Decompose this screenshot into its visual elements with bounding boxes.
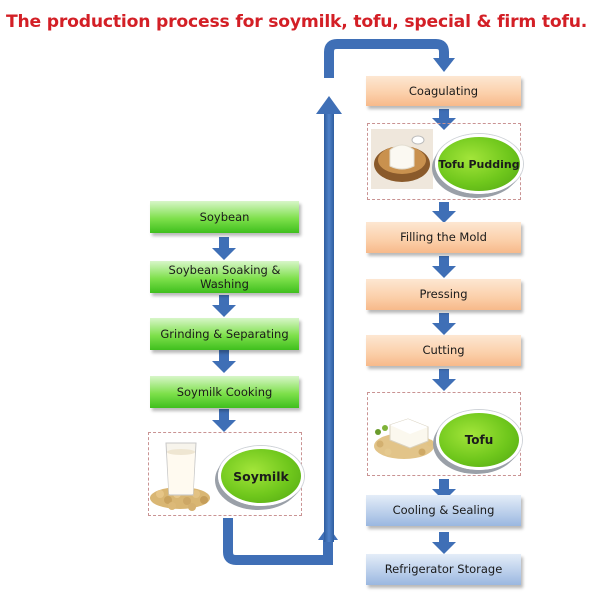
- connector-top-arrowhead: [433, 58, 455, 72]
- tofu-label-ellipse: Tofu: [436, 410, 522, 470]
- step-cooking-label: Soymilk Cooking: [176, 384, 273, 399]
- arrow-cutting-to-tofu: [432, 369, 456, 391]
- tofu-pudding-label: Tofu Pudding: [438, 157, 520, 171]
- step-filling-label: Filling the Mold: [400, 230, 487, 245]
- arrow-filling-to-pressing: [432, 256, 456, 278]
- step-soaking-label-line1: Soybean Soaking &: [168, 262, 281, 277]
- tall-up-shaft: [324, 112, 334, 542]
- step-storage-label: Refrigerator Storage: [384, 562, 503, 577]
- arrow-pressing-to-cutting: [432, 313, 456, 335]
- tofu-label: Tofu: [464, 433, 494, 447]
- soymilk-glass-icon: [165, 442, 197, 496]
- connector-bottom-u: [223, 518, 333, 565]
- step-cooling-sealing: Cooling & Sealing: [366, 495, 521, 526]
- tofu-pudding-label-ellipse: Tofu Pudding: [435, 134, 523, 194]
- arrow-soybean-to-soaking: [212, 237, 236, 260]
- arrow-tofu-to-cooling: [432, 479, 456, 501]
- step-soybean: Soybean: [150, 201, 299, 233]
- tofu-pudding-bowl-icon: [371, 129, 433, 189]
- soymilk-label-ellipse: Soymilk: [218, 446, 304, 506]
- right-down-arrows: [432, 109, 456, 554]
- step-coagulating: Coagulating: [366, 76, 521, 106]
- left-down-arrows: [212, 237, 236, 432]
- step-cutting-label: Cutting: [422, 343, 465, 358]
- tall-up-arrowhead: [316, 96, 342, 114]
- arrow-grinding-to-cooking: [212, 350, 236, 373]
- step-filling-mold: Filling the Mold: [366, 222, 521, 253]
- tofu-block-icon: [374, 418, 434, 459]
- step-soaking-washing: Soybean Soaking & Washing: [150, 261, 299, 293]
- arrow-soaking-to-grinding: [212, 295, 236, 317]
- step-grinding-label: Grinding & Separating: [160, 326, 289, 341]
- step-coagulating-label: Coagulating: [408, 83, 479, 98]
- step-soybean-label: Soybean: [199, 209, 250, 224]
- diagram-title: The production process for soymilk, tofu…: [6, 12, 588, 32]
- step-cooling-label: Cooling & Sealing: [392, 503, 495, 518]
- step-cutting: Cutting: [366, 335, 521, 366]
- arrow-coag-to-pudding: [432, 109, 456, 130]
- arrow-pudding-to-filling: [432, 202, 456, 223]
- step-pressing-label: Pressing: [419, 287, 468, 302]
- step-soymilk-cooking: Soymilk Cooking: [150, 376, 299, 408]
- step-soaking-label-line2: Washing: [200, 277, 249, 291]
- arrow-cooling-to-storage: [432, 532, 456, 554]
- step-grinding-separating: Grinding & Separating: [150, 318, 299, 350]
- soymilk-label: Soymilk: [233, 468, 289, 484]
- connector-top-u: [324, 39, 449, 78]
- arrow-cooking-to-soymilk: [212, 409, 236, 432]
- step-pressing: Pressing: [366, 279, 521, 310]
- step-refrigerator-storage: Refrigerator Storage: [366, 554, 521, 585]
